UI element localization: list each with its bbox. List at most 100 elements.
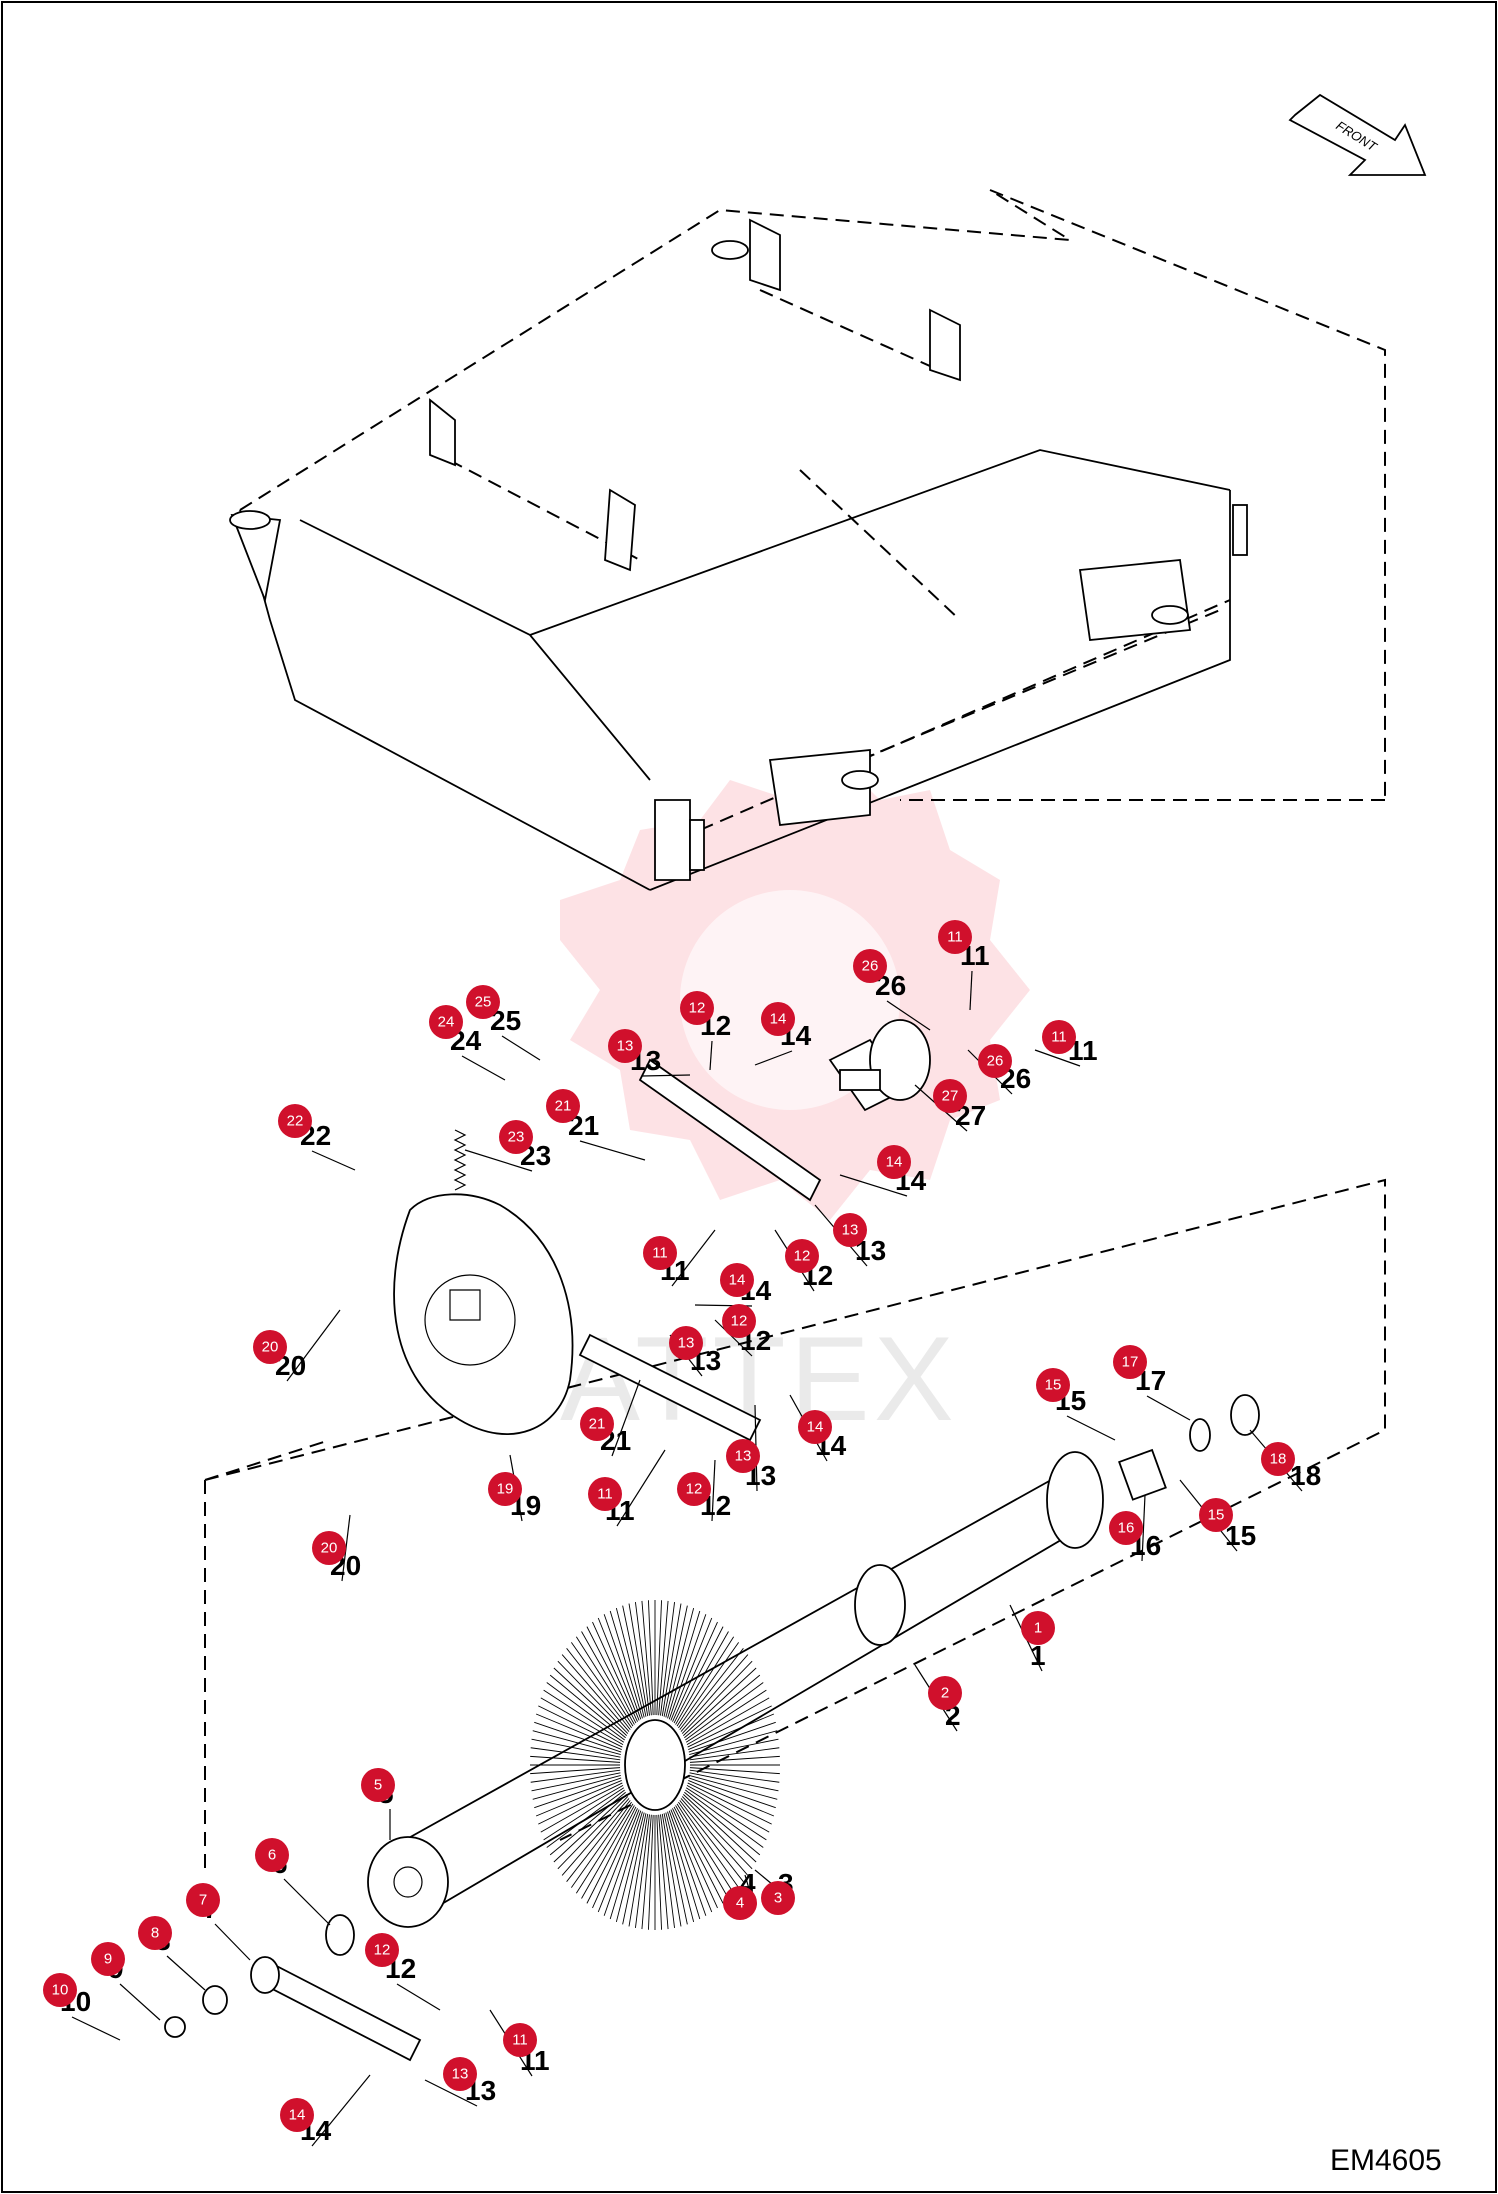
leader-line bbox=[311, 1150, 356, 1171]
callout-badge-number: 13 bbox=[617, 1038, 634, 1055]
bristle bbox=[581, 1805, 635, 1899]
bristle bbox=[628, 1813, 649, 1927]
callout-badge-14: 14 bbox=[798, 1410, 832, 1444]
callout-badge-8: 8 bbox=[138, 1916, 172, 1950]
callout-badge-number: 26 bbox=[862, 958, 879, 975]
leader-line bbox=[286, 1309, 341, 1382]
callout-badge-number: 11 bbox=[512, 2032, 528, 2049]
bristle bbox=[658, 1600, 669, 1716]
callout-badge-number: 26 bbox=[987, 1053, 1004, 1070]
bristle bbox=[570, 1642, 632, 1729]
bristle bbox=[681, 1660, 753, 1734]
callout-badge-number: 14 bbox=[770, 1011, 787, 1028]
bristle bbox=[686, 1697, 770, 1746]
bristle bbox=[688, 1777, 776, 1809]
bristle bbox=[628, 1603, 649, 1717]
bristle bbox=[675, 1631, 729, 1725]
bristle bbox=[570, 1801, 632, 1888]
leader-line bbox=[119, 1983, 161, 2021]
bristle bbox=[603, 1810, 642, 1916]
bristle bbox=[530, 1747, 621, 1761]
callout-badge-number: 8 bbox=[151, 1925, 159, 1942]
bristle bbox=[535, 1780, 622, 1817]
bristle bbox=[661, 1813, 682, 1927]
bristle bbox=[667, 1610, 701, 1719]
bristle bbox=[609, 1811, 643, 1920]
callout-badge-number: 14 bbox=[807, 1419, 824, 1436]
leader-line bbox=[501, 1035, 541, 1061]
leader-line bbox=[754, 1050, 793, 1066]
callout-badge-number: 22 bbox=[287, 1113, 304, 1130]
callout-badge-20: 20 bbox=[253, 1330, 287, 1364]
callout-badge-13: 13 bbox=[833, 1213, 867, 1247]
bristle bbox=[688, 1713, 775, 1750]
callout-badge-number: 10 bbox=[52, 1982, 69, 1999]
leader-line bbox=[714, 1319, 753, 1357]
callout-badge-number: 14 bbox=[289, 2107, 306, 2124]
bristle bbox=[687, 1705, 772, 1748]
callout-badge-19: 19 bbox=[488, 1472, 522, 1506]
callout-badge-22: 22 bbox=[278, 1104, 312, 1138]
bristle bbox=[661, 1603, 682, 1717]
hydraulic-motor bbox=[828, 1019, 931, 1112]
bristle bbox=[530, 1767, 621, 1775]
bristle bbox=[689, 1769, 780, 1783]
callout-badge-number: 12 bbox=[689, 1000, 706, 1017]
bristle bbox=[531, 1738, 621, 1758]
callout-badge-12: 12 bbox=[722, 1304, 756, 1338]
leader-line bbox=[396, 1983, 441, 2011]
callout-badge-14: 14 bbox=[720, 1263, 754, 1297]
upper-arm bbox=[638, 1058, 822, 1202]
bristle bbox=[665, 1812, 695, 1923]
bristle bbox=[592, 1621, 638, 1722]
bearing-ring bbox=[1230, 1394, 1260, 1436]
callout-badge-5: 5 bbox=[361, 1768, 395, 1802]
callout-badge-number: 23 bbox=[508, 1129, 525, 1146]
callout-badge-26: 26 bbox=[978, 1044, 1012, 1078]
bristle bbox=[622, 1605, 647, 1717]
callout-badge-number: 14 bbox=[729, 1272, 746, 1289]
bristle bbox=[663, 1813, 688, 1925]
callout-badge-18: 18 bbox=[1261, 1442, 1295, 1476]
part-number-label: 1 bbox=[1030, 1640, 1046, 1671]
sweeper-housing bbox=[229, 189, 1386, 891]
leader-line bbox=[711, 1459, 716, 1522]
callout-badge-number: 12 bbox=[794, 1248, 811, 1265]
bristle bbox=[668, 1614, 707, 1720]
side-plate bbox=[393, 1193, 574, 1435]
bristle bbox=[566, 1648, 631, 1730]
bristle bbox=[534, 1777, 622, 1809]
bristle bbox=[680, 1798, 749, 1876]
leader-line bbox=[166, 1955, 206, 1991]
bristle bbox=[561, 1654, 630, 1732]
brush-roller bbox=[367, 1451, 1104, 1930]
bristle bbox=[689, 1747, 780, 1761]
callout-badge-11: 11 bbox=[1042, 1020, 1076, 1054]
bristle bbox=[535, 1713, 622, 1750]
bristle bbox=[665, 1607, 695, 1718]
bristle bbox=[685, 1787, 767, 1841]
callout-badge-number: 7 bbox=[199, 1892, 207, 1909]
bristle bbox=[673, 1626, 724, 1724]
bristle bbox=[586, 1626, 637, 1724]
callout-badge-10: 10 bbox=[43, 1973, 77, 2007]
callout-badge-number: 19 bbox=[497, 1481, 514, 1498]
callout-badge-6: 6 bbox=[255, 1838, 289, 1872]
callout-badge-number: 16 bbox=[1118, 1520, 1135, 1537]
leader-line bbox=[641, 1074, 691, 1077]
bristle bbox=[557, 1796, 629, 1870]
callout-badge-17: 17 bbox=[1113, 1345, 1147, 1379]
bristle bbox=[531, 1772, 621, 1792]
callout-badge-number: 13 bbox=[842, 1222, 859, 1239]
leader-line bbox=[214, 1923, 251, 1961]
leader-line bbox=[424, 2079, 478, 2107]
callout-badge-12: 12 bbox=[785, 1239, 819, 1273]
callout-badge-13: 13 bbox=[726, 1439, 760, 1473]
callout-badge-14: 14 bbox=[761, 1002, 795, 1036]
bristle bbox=[683, 1794, 757, 1863]
bristle bbox=[688, 1780, 775, 1817]
callout-badge-14: 14 bbox=[877, 1145, 911, 1179]
bristle bbox=[549, 1791, 626, 1856]
callout-badge-number: 20 bbox=[321, 1540, 338, 1557]
